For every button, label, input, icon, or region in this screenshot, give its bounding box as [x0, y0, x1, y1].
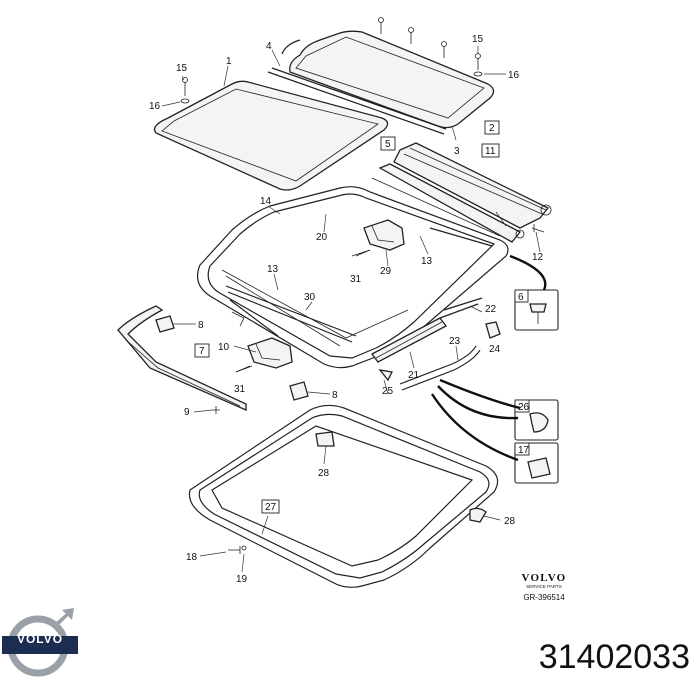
volvo-logo-icon — [2, 608, 78, 677]
brand-subtitle: SERVICE PARTS — [526, 584, 562, 589]
callout-23: 23 — [449, 336, 461, 347]
lower-seal-frame — [188, 404, 499, 588]
inset-part-17 — [514, 442, 559, 484]
inset-part-6 — [514, 289, 559, 331]
callout-14: 14 — [260, 196, 272, 207]
callout-13b: 13 — [421, 256, 433, 267]
callout-22: 22 — [485, 304, 497, 315]
wind-deflector — [117, 305, 247, 411]
callout-19: 19 — [236, 574, 248, 585]
callout-1: 1 — [226, 56, 232, 67]
motor-lower — [235, 337, 293, 373]
callout-31b: 31 — [234, 384, 246, 395]
logo-wordmark: VOLVO — [16, 632, 64, 646]
callout-9: 9 — [184, 407, 190, 418]
callout-10: 10 — [218, 342, 230, 353]
callout-28a: 28 — [318, 468, 330, 479]
callout-17: 17 — [518, 445, 530, 456]
callout-30: 30 — [304, 292, 316, 303]
callout-2: 2 — [489, 123, 495, 134]
callout-16a: 16 — [149, 101, 161, 112]
inset-part-26 — [514, 399, 559, 441]
motor-upper — [351, 219, 405, 257]
frame-clips — [315, 431, 487, 523]
callout-20: 20 — [316, 232, 328, 243]
callout-27: 27 — [265, 502, 277, 513]
leader-lines — [161, 46, 541, 573]
callout-11: 11 — [485, 146, 496, 157]
bolt-12 — [531, 224, 545, 233]
callout-15a: 15 — [176, 63, 188, 74]
callout-13a: 13 — [267, 264, 279, 275]
callout-26: 26 — [518, 402, 530, 413]
callout-8a: 8 — [198, 320, 204, 331]
part-number: 31402033 — [538, 638, 690, 676]
callout-8b: 8 — [332, 390, 338, 401]
callout-31a: 31 — [350, 274, 362, 285]
callout-7: 7 — [199, 346, 205, 357]
guide-strips — [225, 227, 493, 343]
inset-arrows — [430, 254, 547, 462]
callout-12: 12 — [532, 252, 544, 263]
small-clips — [378, 321, 501, 382]
callout-3: 3 — [454, 146, 460, 157]
callout-29: 29 — [380, 266, 392, 277]
callout-21: 21 — [408, 370, 420, 381]
callout-5: 5 — [385, 139, 391, 150]
callout-16b: 16 — [508, 70, 520, 81]
front-rails — [371, 142, 552, 243]
screws-top — [180, 17, 483, 104]
drive-cables — [371, 297, 483, 391]
diagram-reference: GR-396514 — [523, 593, 565, 602]
callout-18: 18 — [186, 552, 198, 563]
upper-panel — [267, 30, 495, 135]
callout-15b: 15 — [472, 34, 484, 45]
callout-4: 4 — [266, 41, 272, 52]
callout-25: 25 — [382, 386, 394, 397]
callout-28b: 28 — [504, 516, 516, 527]
glass-panel — [153, 80, 389, 191]
brand-wordmark: VOLVO — [521, 572, 567, 584]
callout-6: 6 — [518, 292, 524, 303]
main-frame — [197, 186, 509, 369]
callout-24: 24 — [489, 344, 501, 355]
brackets — [155, 311, 309, 401]
screws-misc — [212, 249, 371, 554]
